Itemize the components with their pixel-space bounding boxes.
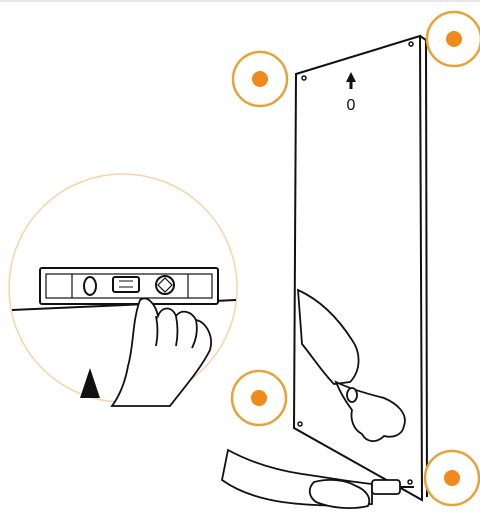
detail-circle (9, 174, 237, 406)
panel-label: 0 (347, 97, 356, 114)
spirit-level-icon (40, 268, 218, 304)
marker-bottom-left (232, 371, 286, 425)
marker-top-right (427, 12, 480, 66)
marker-top-left (233, 52, 287, 106)
marker-bottom-right (425, 451, 479, 505)
